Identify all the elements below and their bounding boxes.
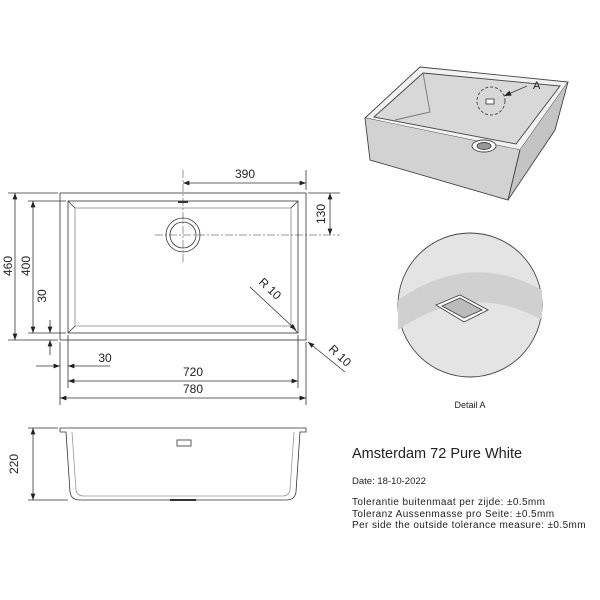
- dim-inner-radius: R 10: [256, 275, 284, 303]
- dim-720: 720: [183, 365, 203, 379]
- tolerance-de: Toleranz Aussenmasse pro Seite: ±0.5mm: [352, 508, 555, 520]
- dim-30-side: 30: [35, 289, 49, 303]
- top-view: [8, 170, 346, 405]
- outer-outline: [59, 192, 307, 341]
- dim-780: 780: [183, 382, 203, 396]
- isometric-view: [364, 66, 569, 378]
- drawing-date: Date: 18-10-2022: [352, 476, 426, 487]
- tolerance-nl: Tolerantie buitenmaat per zijde: ±0.5mm: [352, 497, 546, 508]
- side-view: [28, 427, 307, 501]
- dim-outer-radius: R 10: [326, 342, 354, 370]
- dim-130: 130: [314, 204, 328, 224]
- tolerance-en: Per side the outside tolerance measure: …: [352, 520, 586, 531]
- dim-30-bottom: 30: [98, 351, 112, 365]
- dim-220: 220: [7, 454, 21, 474]
- tolerance-notes: Tolerantie buitenmaat per zijde: ±0.5mm …: [352, 497, 586, 532]
- detail-marker: A: [533, 80, 541, 92]
- inner-outline: [67, 200, 299, 334]
- dim-400: 400: [19, 256, 33, 276]
- dim-390: 390: [235, 167, 255, 181]
- dim-460: 460: [1, 256, 15, 276]
- product-title: Amsterdam 72 Pure White: [352, 446, 523, 462]
- detail-label: Detail A: [454, 400, 485, 410]
